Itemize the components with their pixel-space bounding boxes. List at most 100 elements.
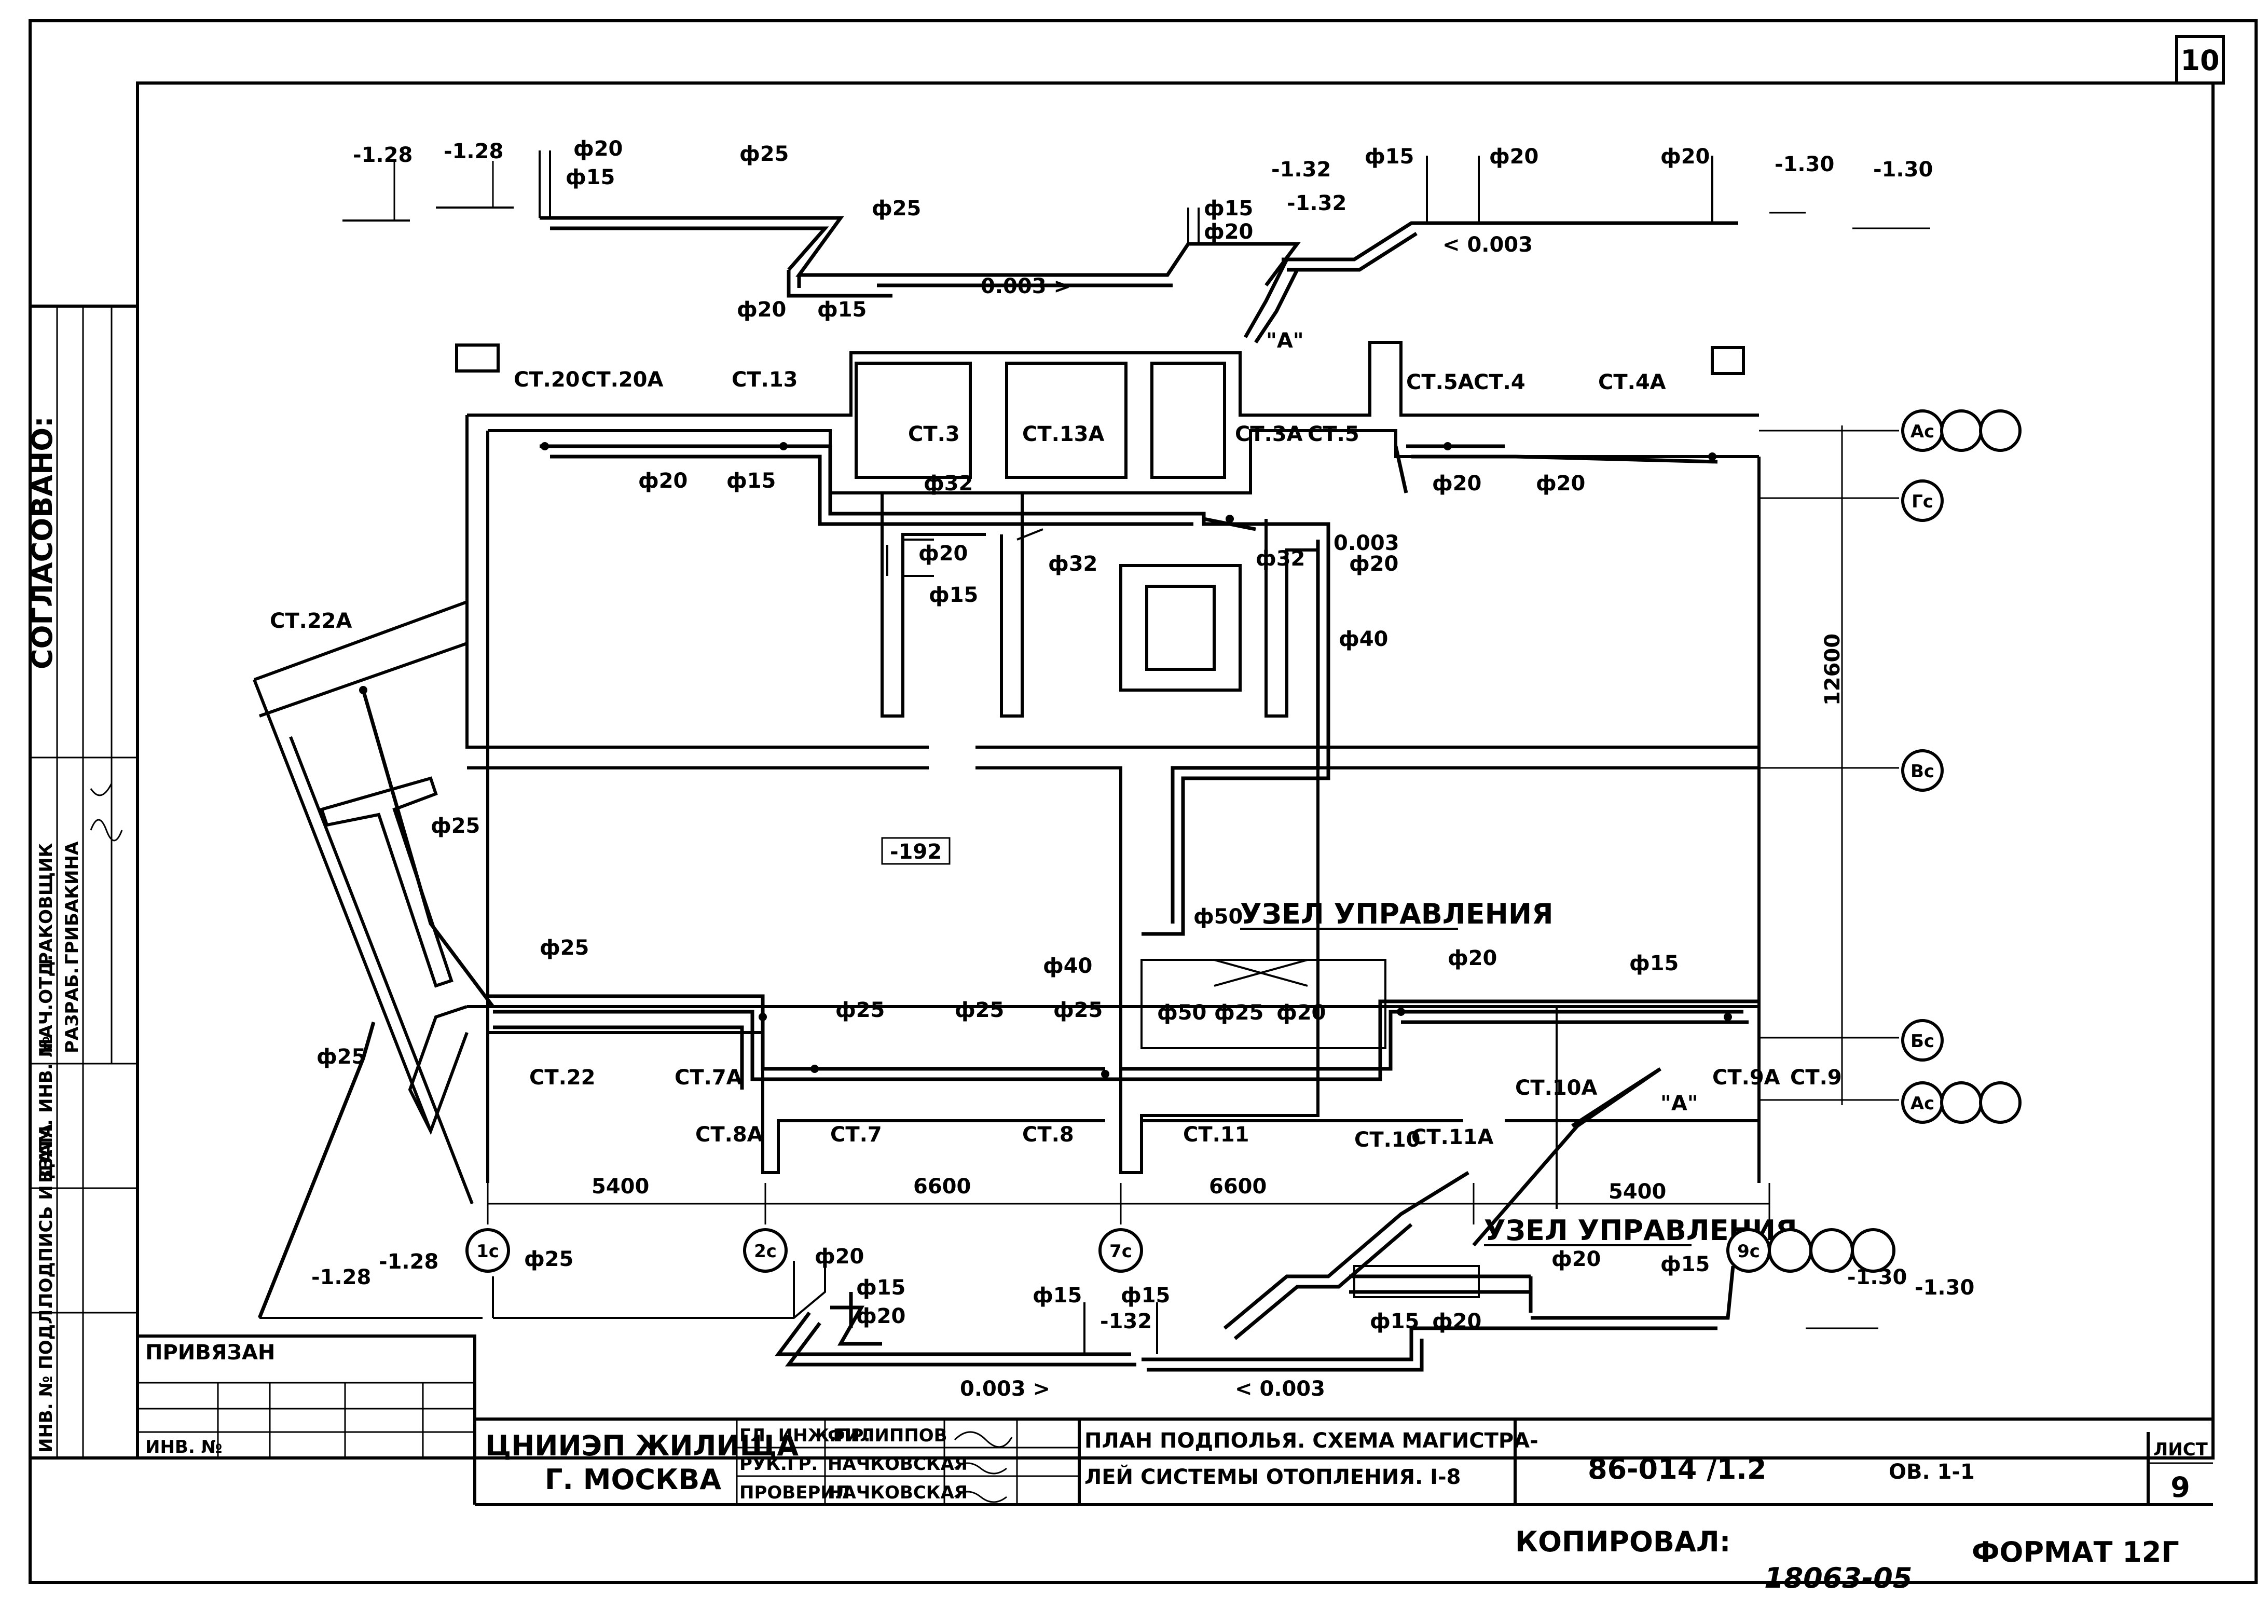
signature-mark (90, 783, 123, 842)
title-line2: ЛЕЙ СИСТЕМЫ ОТОПЛЕНИЯ. I-8 (1084, 1464, 1461, 1489)
svg-text:< 0.003: < 0.003 (1442, 233, 1533, 257)
svg-text:ф15: ф15 (1121, 1284, 1170, 1308)
svg-text:ф25: ф25 (540, 936, 589, 960)
dim-bottom: 5400 (1609, 1180, 1666, 1204)
title-line1: ПЛАН ПОДПОЛЬЯ. СХЕМА МАГИСТРА- (1084, 1429, 1538, 1453)
role-0: ГЛ. ИНЖ.ПР. (739, 1425, 870, 1446)
svg-text:ф20: ф20 (1660, 145, 1710, 169)
svg-text:ф15: ф15 (856, 1276, 905, 1300)
node-a-plan: "А" (1660, 1092, 1698, 1116)
svg-text:-1.28: -1.28 (311, 1265, 371, 1289)
svg-text:-1.32: -1.32 (1271, 158, 1331, 182)
svg-text:-1.32: -1.32 (1287, 191, 1346, 215)
format-label: ФОРМАТ 12Г (1972, 1536, 2179, 1568)
svg-text:ф20: ф20 (638, 469, 688, 493)
riser-label: СТ.11А (1411, 1125, 1494, 1149)
outer-frame (29, 19, 2258, 1584)
svg-text:-1.30: -1.30 (1915, 1276, 1974, 1300)
stamp-field-1: ПОДПИСЬ И ДАТА (36, 1124, 57, 1308)
svg-text:ф32: ф32 (924, 472, 973, 496)
svg-text:< 0.003: < 0.003 (1235, 1377, 1325, 1401)
axis-label: Гс (1912, 491, 1933, 512)
svg-text:-1.28: -1.28 (444, 140, 503, 163)
archive-number: 18063-05 (1764, 1562, 1912, 1594)
stamp-row-2: РАКОВЩИК (36, 843, 57, 965)
sheet-number-box (2175, 35, 2225, 85)
privyazan: ПРИВЯЗАН (145, 1341, 275, 1365)
axis-label: 1с (476, 1241, 499, 1262)
axis-bubble (465, 1228, 510, 1273)
svg-text:ф15: ф15 (566, 166, 615, 189)
riser-label: СТ.11 (1183, 1123, 1249, 1147)
riser-label: СТ.3 (908, 422, 960, 446)
axis-bubble (1901, 479, 1944, 522)
svg-text:ф25: ф25 (739, 142, 789, 166)
riser-label: СТ.22 (529, 1066, 596, 1090)
svg-text:-1.28: -1.28 (379, 1250, 438, 1274)
list-number: 9 (2170, 1471, 2190, 1504)
stamp-field-0: ВЗАМ. ИНВ. № (36, 1036, 57, 1183)
svg-text:ф15: ф15 (817, 298, 867, 322)
riser-label: СТ.10 (1354, 1128, 1421, 1152)
svg-text:-1.30: -1.30 (1775, 153, 1834, 176)
signature-mark (954, 1431, 1013, 1503)
left-stamp: СОГЛАСОВАНО: НАЧ.ОТД. РАЗРАБ. РАКОВЩИК Г… (26, 305, 139, 1460)
svg-text:ф20: ф20 (1551, 1247, 1601, 1271)
bottom-pipe-scheme: -1.28 -1.28 ф25 ф20 ф15 ф20 0.003 > ф15 … (259, 1171, 1974, 1401)
list-label: ЛИСТ (2153, 1439, 2208, 1460)
role-1: РУК.ГР. (739, 1454, 818, 1475)
riser-label: СТ.3А (1235, 422, 1303, 446)
svg-text:0.003 >: 0.003 > (981, 274, 1071, 298)
riser-label: СТ.7 (830, 1123, 882, 1147)
svg-text:ф50: ф50 (1157, 1001, 1206, 1025)
pipe-annotations: ф20 ф15 ф32 ф20 ф15 ф32 ф32 ф20 0.003 ф4… (317, 469, 1679, 1069)
svg-text:ф20: ф20 (737, 298, 786, 322)
riser-label: СТ.13А (1022, 422, 1105, 446)
svg-text:ф25: ф25 (1053, 998, 1103, 1022)
axis-label: 2с (754, 1241, 777, 1262)
axes-bottom: 5400 6600 6600 5400 1с 2с 7с 9с (465, 1175, 1895, 1273)
svg-text:-1.30: -1.30 (1873, 158, 1933, 182)
org-line1: ЦНИИЭП ЖИЛИЩА (485, 1429, 799, 1462)
stamp-row-3: ГРИБАКИНА (62, 841, 83, 965)
floor-level-box (881, 837, 951, 865)
svg-text:ф15: ф15 (1365, 145, 1414, 169)
riser-label: СТ.20 (514, 368, 580, 392)
svg-text:ф15: ф15 (726, 469, 776, 493)
axes-right: 12600 Ас Гс Вс Бс Ас (1759, 409, 2022, 1124)
svg-text:ф20: ф20 (1536, 472, 1585, 496)
axis-bubble (1901, 1019, 1944, 1062)
axis-bubble (1098, 1228, 1143, 1273)
riser-label: СТ.4 (1474, 370, 1525, 394)
dim-bottom: 5400 (592, 1175, 649, 1199)
axis-label: 7с (1109, 1241, 1132, 1262)
svg-text:ф15: ф15 (1033, 1284, 1082, 1308)
riser-label: СТ.4А (1598, 370, 1666, 394)
svg-text:-1.28: -1.28 (353, 143, 413, 167)
svg-text:ф32: ф32 (1048, 552, 1097, 576)
top-pipe-scheme: -1.28 -1.28 ф20 ф15 ф25 ф25 ф20 ф15 0.00… (342, 137, 1933, 353)
svg-text:ф20: ф20 (573, 137, 623, 161)
stamp-field-2: ИНВ. № ПОДЛ. (36, 1303, 57, 1453)
axis-label: Вс (1910, 761, 1934, 782)
svg-text:0.003: 0.003 (1334, 531, 1399, 555)
svg-text:ф15: ф15 (1660, 1253, 1710, 1276)
svg-text:ф15: ф15 (1629, 952, 1679, 975)
plan-pipes (257, 442, 1759, 1319)
riser-label: СТ.8 (1022, 1123, 1074, 1147)
svg-text:ф50: ф50 (1193, 905, 1243, 929)
axis-bubble (743, 1228, 788, 1273)
control-unit-label: УЗЕЛ УПРАВЛЕНИЯ (1240, 898, 1554, 930)
riser-label: СТ.22А (270, 609, 352, 633)
svg-text:-1.30: -1.30 (1847, 1265, 1907, 1289)
svg-text:ф20: ф20 (1489, 145, 1538, 169)
section-code: ОВ. 1-1 (1889, 1460, 1975, 1484)
drawing-code: 86-014 /1.2 (1588, 1453, 1766, 1485)
riser-label: СТ.8А (695, 1123, 763, 1147)
svg-text:ф15: ф15 (1370, 1310, 1419, 1333)
dim-right: 12600 (1821, 634, 1845, 706)
axis-label: Бс (1910, 1031, 1934, 1052)
svg-text:ф25: ф25 (317, 1045, 366, 1069)
inv-no: ИНВ. № (145, 1437, 222, 1457)
dim-bottom: 6600 (913, 1175, 971, 1199)
